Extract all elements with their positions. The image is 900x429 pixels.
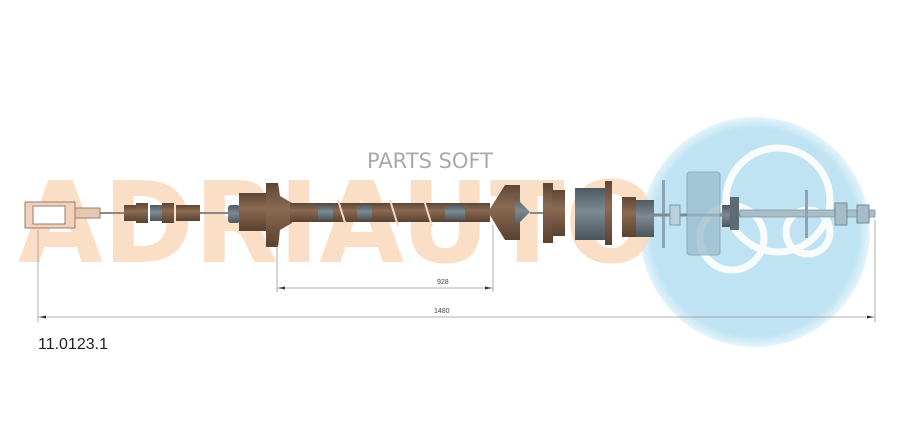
nut xyxy=(856,204,870,224)
bellows-boot xyxy=(124,203,200,223)
cable-assembly xyxy=(24,171,876,256)
nut xyxy=(834,202,848,226)
dimension-inner: 928 xyxy=(437,279,449,286)
bushing xyxy=(543,183,553,243)
sleeve-block xyxy=(575,188,607,240)
adjuster-body xyxy=(239,193,267,231)
part-number: 11.0123.1 xyxy=(38,336,108,353)
grommet-flange xyxy=(266,183,292,247)
transparent-sleeve xyxy=(686,171,721,256)
dimension-overall: 1480 xyxy=(434,308,450,315)
cone-fitting xyxy=(488,185,520,240)
watermark-overlay-text: PARTS SOFT xyxy=(367,149,493,173)
dimension-lines xyxy=(37,220,876,322)
